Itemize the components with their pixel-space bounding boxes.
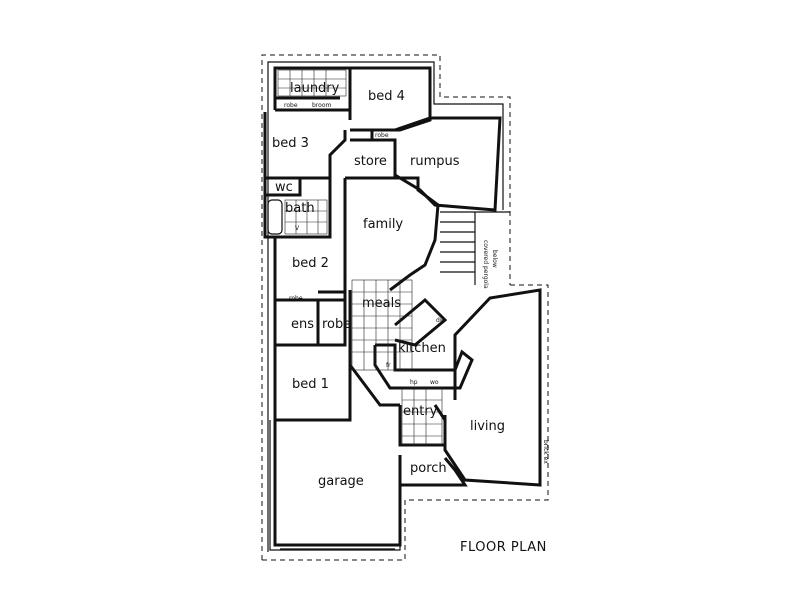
note-deck: covered pergola <box>482 240 489 289</box>
label-entry: entry <box>403 404 438 419</box>
label-family: family <box>363 217 403 232</box>
label-robe-bed1: robe <box>322 317 351 332</box>
plan-title: FLOOR PLAN <box>460 540 547 555</box>
label-bed-3: bed 3 <box>272 136 309 151</box>
tile-grid-bath <box>284 199 328 235</box>
label-bed-4: bed 4 <box>368 89 405 104</box>
label-ens: ens <box>291 317 314 332</box>
label-dishwasher: dw <box>436 317 445 324</box>
label-robe-laundry: robe <box>284 102 298 109</box>
label-broom: broom <box>312 102 331 109</box>
label-rumpus: rumpus <box>410 154 460 169</box>
deck-stairs <box>440 211 510 285</box>
label-kitchen: kitchen <box>398 341 446 356</box>
note-deck-below: below <box>491 250 498 268</box>
label-wc: wc <box>275 180 293 195</box>
label-bath: bath <box>285 201 315 216</box>
label-robe-bed2: robe <box>289 295 303 302</box>
site-boundary-right <box>262 284 549 561</box>
label-robe-store: robe <box>375 132 389 139</box>
outer-wall-line <box>267 61 504 552</box>
note-dimension: brick ex <box>542 440 549 464</box>
label-fridge: fr <box>386 362 391 369</box>
label-vanity: V <box>295 225 300 232</box>
label-store: store <box>354 154 387 169</box>
bathtub-icon <box>267 199 283 235</box>
label-meals: meals <box>362 296 401 311</box>
tile-grid-meals <box>351 279 413 371</box>
label-hotplate: hp <box>410 379 418 386</box>
label-living: living <box>470 419 505 434</box>
label-bed-2: bed 2 <box>292 256 329 271</box>
label-laundry: laundry <box>290 81 340 96</box>
label-porch: porch <box>410 461 447 476</box>
label-bed-1: bed 1 <box>292 377 329 392</box>
site-boundary-left <box>261 54 511 560</box>
label-garage: garage <box>318 474 364 489</box>
tile-grid-laundry <box>277 69 347 97</box>
main-walls <box>263 66 542 547</box>
label-wall-oven: wo <box>430 379 439 386</box>
tile-grid-entry <box>401 387 443 445</box>
